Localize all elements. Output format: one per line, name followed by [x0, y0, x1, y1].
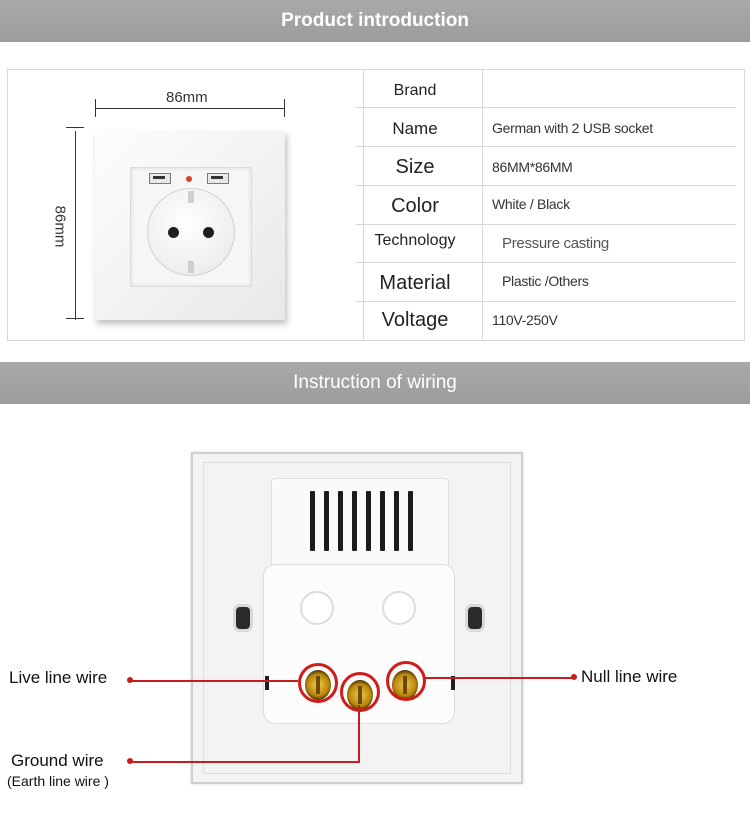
null-leader-dot — [571, 674, 577, 680]
spec-key: Voltage — [381, 309, 449, 331]
ground-leader-vertical — [358, 705, 360, 762]
spec-key: Size — [395, 156, 435, 178]
mounting-hole-icon — [233, 604, 253, 632]
ground-wire-label: Ground wire — [11, 751, 104, 770]
spec-value: 110V-250V — [492, 312, 558, 328]
spec-value: 86MM*86MM — [492, 159, 573, 175]
spec-row-material: Material Plastic /Others — [356, 263, 736, 302]
null-terminal-highlight — [386, 661, 426, 701]
vent-slot — [366, 491, 371, 551]
live-line-wire-label: Live line wire — [9, 668, 108, 687]
live-leader-dot — [127, 677, 133, 683]
instruction-of-wiring-banner: Instruction of wiring — [0, 362, 750, 404]
live-terminal-highlight — [298, 663, 338, 703]
spec-value: Pressure casting — [502, 235, 609, 252]
spec-key: Brand — [393, 82, 437, 99]
spec-value: Plastic /Others — [502, 273, 589, 289]
schuko-outlet-icon — [147, 188, 235, 276]
spec-row-brand: Brand — [356, 70, 736, 108]
pin-hole-icon — [203, 227, 214, 238]
vent-slot — [352, 491, 357, 551]
product-introduction-title: Product introduction — [281, 10, 469, 31]
divider — [482, 70, 483, 340]
spec-key: Name — [392, 119, 438, 138]
width-dimension-label: 86mm — [166, 89, 208, 106]
product-introduction-banner: Product introduction — [0, 0, 750, 42]
spec-row-color: Color White / Black — [356, 186, 736, 225]
clip-slot — [265, 676, 269, 690]
vent-slot — [394, 491, 399, 551]
vent-slot — [380, 491, 385, 551]
usb-port-icon — [207, 173, 229, 184]
spec-key: Color — [391, 195, 439, 217]
live-leader-line — [130, 680, 298, 682]
height-dimension-label: 86mm — [51, 205, 69, 248]
height-dimension-tick — [66, 318, 84, 319]
instruction-of-wiring-title: Instruction of wiring — [293, 372, 457, 393]
width-dimension-tick — [95, 99, 96, 117]
vent-slot — [338, 491, 343, 551]
spec-row-name: Name German with 2 USB socket — [356, 108, 736, 147]
clip-slot — [451, 676, 455, 690]
spec-key: Material — [379, 272, 451, 294]
height-dimension-line — [75, 131, 76, 320]
socket-front-image — [95, 131, 285, 320]
divider — [363, 70, 364, 340]
ground-terminal-highlight — [340, 672, 380, 712]
usb-module-housing — [271, 478, 449, 576]
usb-port-icon — [149, 173, 171, 184]
screw-post — [382, 591, 416, 625]
screw-post — [300, 591, 334, 625]
ground-leader-dot — [127, 758, 133, 764]
width-dimension-tick — [284, 99, 285, 117]
spec-value: White / Black — [492, 196, 570, 212]
vent-slot — [324, 491, 329, 551]
back-frame — [203, 462, 511, 774]
mounting-hole-icon — [465, 604, 485, 632]
height-dimension-tick — [66, 127, 84, 128]
width-dimension-line — [95, 108, 285, 109]
pin-hole-icon — [168, 227, 179, 238]
spec-row-size: Size 86MM*86MM — [356, 147, 736, 186]
ground-clip-icon — [188, 191, 194, 203]
null-leader-line — [423, 677, 575, 679]
ground-leader-line — [130, 761, 360, 763]
socket-inner-frame — [130, 167, 252, 287]
vent-slot — [310, 491, 315, 551]
spec-value: German with 2 USB socket — [492, 120, 653, 136]
ground-clip-icon — [188, 261, 194, 273]
null-line-wire-label: Null line wire — [581, 667, 678, 686]
indicator-led-icon — [186, 176, 192, 182]
socket-back-image — [191, 452, 523, 784]
spec-key: Technology — [374, 232, 456, 249]
product-spec-panel — [7, 69, 745, 341]
earth-line-wire-label: (Earth line wire ) — [7, 773, 109, 789]
spec-row-voltage: Voltage 110V-250V — [356, 302, 736, 339]
spec-row-technology: Technology Pressure casting — [356, 225, 736, 263]
vent-slot — [408, 491, 413, 551]
